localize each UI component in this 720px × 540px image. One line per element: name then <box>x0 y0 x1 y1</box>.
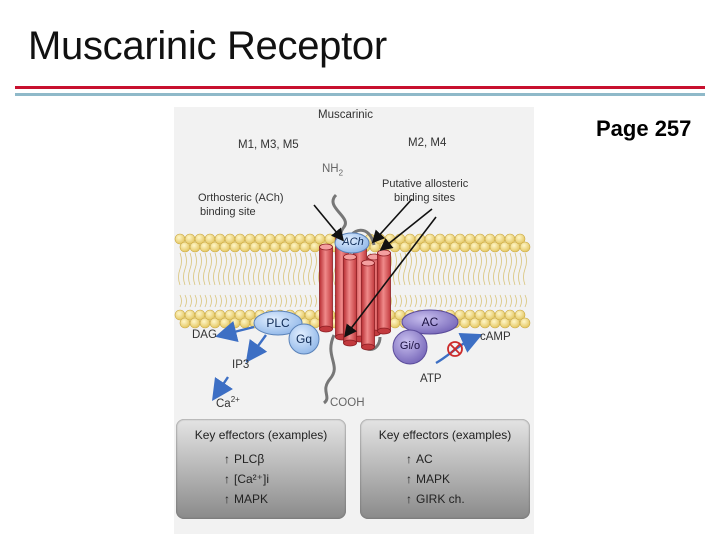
title-divider-blue <box>15 93 705 96</box>
orthosteric-site-label: Orthosteric (ACh) binding site <box>198 192 284 218</box>
left-subtypes-label: M1, M3, M5 <box>238 139 299 151</box>
lipid-tail <box>488 252 497 308</box>
effector-item: ↑AC <box>406 452 433 466</box>
atp-label: ATP <box>420 373 442 385</box>
left-effectors-title: Key effectors (examples) <box>194 428 328 442</box>
ip3-arrow <box>245 334 268 363</box>
plc-protein <box>253 310 303 336</box>
lipid-tail <box>268 252 277 308</box>
muscarinic-receptor-figure: Muscarinic M1, M3, M5 M2, M4 NH2 Orthost… <box>174 107 534 534</box>
plc-label: PLC <box>266 316 290 330</box>
calcium-label: Ca2+ <box>216 395 240 410</box>
lipid-head <box>514 309 526 321</box>
lipid-head <box>519 241 531 253</box>
lipid-tail <box>408 252 417 308</box>
lipid-tail <box>228 252 237 308</box>
gio-label: Gi/o <box>399 340 421 352</box>
title-divider-red <box>15 86 705 89</box>
allosteric-site-label: Putative allosteric binding sites <box>382 178 469 204</box>
transmembrane-helix <box>319 243 333 333</box>
lipid-tail <box>238 252 247 308</box>
right-effectors-list: ↑AC ↑MAPK ↑GIRK ch. <box>406 449 465 509</box>
lipid-tail <box>478 252 487 308</box>
orthosteric-pointer-arrow <box>313 204 345 242</box>
ach-label: ACh <box>342 236 364 248</box>
lipid-tail <box>498 252 507 308</box>
gq-label: Gq <box>295 332 312 346</box>
c-terminus-label: COOH <box>330 397 365 409</box>
dag-label: DAG <box>192 329 217 341</box>
left-effectors-list: ↑PLCβ ↑[Ca²⁺]i ↑MAPK <box>224 449 269 509</box>
lipid-head <box>514 233 526 245</box>
lipid-tail <box>418 252 427 308</box>
lipid-tail <box>468 252 477 308</box>
lipid-tail <box>258 252 267 308</box>
lipid-tail <box>248 252 257 308</box>
lipid-tail <box>438 252 447 308</box>
transmembrane-helix <box>343 253 357 347</box>
effector-item: ↑MAPK <box>224 492 269 506</box>
allosteric-pointer-arrow-2 <box>379 208 433 251</box>
camp-label: cAMP <box>480 331 511 343</box>
lipid-tail <box>428 252 437 308</box>
effector-item: ↑PLCβ <box>224 452 265 466</box>
gio-protein <box>392 329 428 365</box>
lipid-tail <box>198 252 207 308</box>
lipid-tail <box>398 252 407 308</box>
c-terminus-chain <box>322 334 336 405</box>
allosteric-pointer-arrow-3 <box>344 216 437 338</box>
lipid-tail <box>298 252 307 308</box>
left-effectors-panel: Key effectors (examples) ↑PLCβ ↑[Ca²⁺]i … <box>176 419 346 519</box>
ac-label: AC <box>421 315 439 329</box>
dag-arrow <box>215 321 255 342</box>
figure-header: Muscarinic <box>318 109 373 121</box>
lipid-tail <box>448 252 457 308</box>
n-terminus-label: NH2 <box>322 163 344 178</box>
gq-protein <box>288 323 320 355</box>
slide-title: Muscarinic Receptor <box>28 24 387 68</box>
page-reference: Page 257 <box>596 116 692 141</box>
allosteric-pointer-arrow <box>371 198 413 244</box>
transmembrane-helix <box>377 249 391 335</box>
right-effectors-panel: Key effectors (examples) ↑AC ↑MAPK ↑GIRK… <box>360 419 530 519</box>
effector-item: ↑GIRK ch. <box>406 492 465 506</box>
effector-item: ↑[Ca²⁺]i <box>224 472 270 486</box>
lipid-tail <box>308 252 317 308</box>
lipid-tail <box>508 252 517 308</box>
lipid-tail <box>208 252 217 308</box>
receptor-diagram <box>174 193 531 405</box>
ac-protein <box>401 309 459 335</box>
lipid-tail <box>288 252 297 308</box>
lipid-tail <box>518 252 527 308</box>
lipid-head <box>519 317 531 329</box>
inhibition-icon <box>447 341 463 357</box>
lipid-tail <box>218 252 227 308</box>
right-effectors-title: Key effectors (examples) <box>378 428 512 442</box>
lipid-tail <box>278 252 287 308</box>
calcium-arrow <box>212 376 233 401</box>
lipid-tail <box>188 252 197 308</box>
lipid-tail <box>178 252 187 308</box>
lipid-tail <box>458 252 467 308</box>
effector-item: ↑MAPK <box>406 472 451 486</box>
ip3-label: IP3 <box>232 359 250 371</box>
right-subtypes-label: M2, M4 <box>408 137 447 149</box>
